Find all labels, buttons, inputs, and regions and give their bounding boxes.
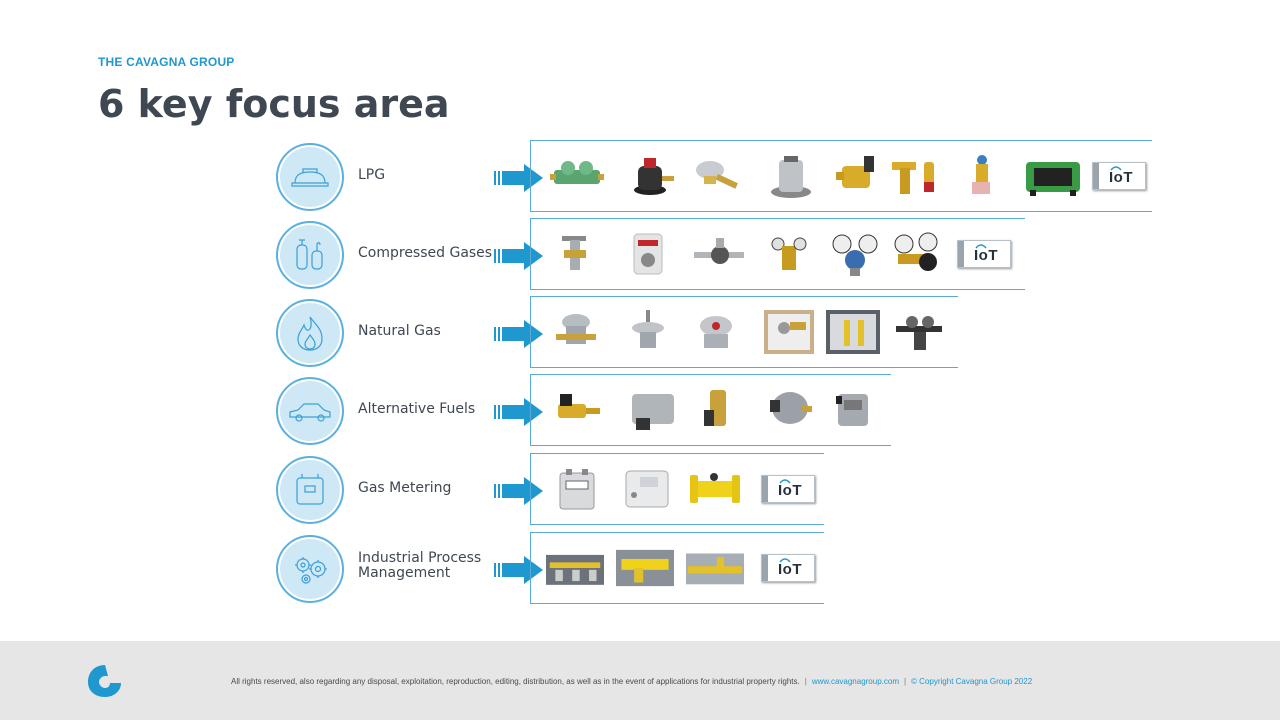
gas-cylinders-icon xyxy=(296,239,323,270)
iot-badge: IoT xyxy=(761,554,815,582)
flame-icon xyxy=(297,316,323,351)
footer: All rights reserved, also regarding any … xyxy=(0,641,1280,720)
lpg-circle xyxy=(276,143,344,211)
cavagna-logo-icon xyxy=(88,665,121,697)
product-valve xyxy=(834,152,892,200)
product-valve xyxy=(888,152,946,200)
focus-area-industrial-process-management: Industrial Process Management IoT xyxy=(0,532,1280,606)
copyright: © Copyright Cavagna Group 2022 xyxy=(911,677,1033,686)
product-gauge-regulator xyxy=(826,230,884,278)
area-label-industrial-process-management: Industrial Process Management xyxy=(358,551,481,581)
focus-area-lpg: LPG IoT xyxy=(0,140,1280,214)
gears-icon xyxy=(295,557,327,584)
iot-badge: IoT xyxy=(761,475,815,503)
product-regulator xyxy=(548,152,606,200)
product-frame-natural-gas xyxy=(530,296,958,368)
iot-badge: IoT xyxy=(957,240,1011,268)
product-valve xyxy=(622,152,680,200)
product-valve xyxy=(550,386,608,434)
legal-notice: All rights reserved, also regarding any … xyxy=(231,677,1032,686)
product-filter xyxy=(762,152,820,200)
product-regulator xyxy=(690,230,748,278)
product-reducer xyxy=(760,386,818,434)
website-link[interactable]: www.cavagnagroup.com xyxy=(811,677,899,686)
industrial-process-circle xyxy=(276,535,344,603)
area-label-lpg: LPG xyxy=(358,167,386,183)
gas-metering-circle xyxy=(276,456,344,524)
focus-area-compressed-gases: Compressed Gases IoT xyxy=(0,218,1280,292)
area-label-natural-gas: Natural Gas xyxy=(358,323,441,339)
focus-area-alternative-fuels: Alternative Fuels xyxy=(0,374,1280,448)
product-plant xyxy=(616,544,680,592)
product-pipe-meter xyxy=(686,465,744,513)
meter-icon xyxy=(296,474,324,505)
arrow-right-icon xyxy=(494,398,543,426)
product-regulator xyxy=(890,308,948,356)
product-regulator xyxy=(760,230,818,278)
arrow-right-icon xyxy=(494,320,543,348)
product-meter xyxy=(620,230,678,278)
product-frame-gas-metering xyxy=(530,453,824,525)
area-label-gas-metering: Gas Metering xyxy=(358,480,452,496)
separator: | xyxy=(903,677,907,686)
product-plant xyxy=(686,544,750,592)
focus-area-gas-metering: Gas Metering IoT xyxy=(0,453,1280,527)
arrow-right-icon xyxy=(494,164,543,192)
product-regulator xyxy=(620,308,678,356)
area-label-line2: Management xyxy=(358,565,451,581)
product-frame-lpg xyxy=(530,140,1152,212)
product-regulator xyxy=(688,152,746,200)
natural-gas-circle xyxy=(276,299,344,367)
arrow-right-icon xyxy=(494,477,543,505)
area-label-compressed-gases: Compressed Gases xyxy=(358,245,493,261)
alternative-fuels-circle xyxy=(276,377,344,445)
arrow-right-icon xyxy=(494,556,543,584)
tank-icon xyxy=(291,168,329,187)
page-title: 6 key focus area xyxy=(98,82,450,126)
product-generator xyxy=(1024,152,1082,200)
legal-text: All rights reserved, also regarding any … xyxy=(231,677,800,686)
focus-area-natural-gas: Natural Gas xyxy=(0,296,1280,370)
product-meter xyxy=(548,465,606,513)
product-valve xyxy=(548,230,606,278)
product-frame-alternative-fuels xyxy=(530,374,891,446)
product-frame-industrial-process xyxy=(530,532,824,604)
product-reducer xyxy=(826,386,884,434)
iot-badge: IoT xyxy=(1092,162,1146,190)
product-reducer xyxy=(624,386,682,434)
product-valve xyxy=(690,386,748,434)
eyebrow: THE CAVAGNA GROUP xyxy=(98,55,235,69)
area-label-alternative-fuels: Alternative Fuels xyxy=(358,401,476,417)
product-frame-compressed-gases xyxy=(530,218,1025,290)
area-label-line1: Industrial Process xyxy=(358,550,482,566)
arrow-right-icon xyxy=(494,242,543,270)
car-icon xyxy=(289,403,331,422)
product-regulator xyxy=(688,308,746,356)
product-regulator xyxy=(548,308,606,356)
compressed-gases-circle xyxy=(276,221,344,289)
product-plant xyxy=(546,544,608,592)
separator: | xyxy=(804,677,807,686)
product-valve xyxy=(952,152,1010,200)
product-gauge-regulator xyxy=(888,230,946,278)
product-cabinet xyxy=(760,308,818,356)
product-meter xyxy=(618,465,676,513)
product-cabinet xyxy=(824,308,882,356)
